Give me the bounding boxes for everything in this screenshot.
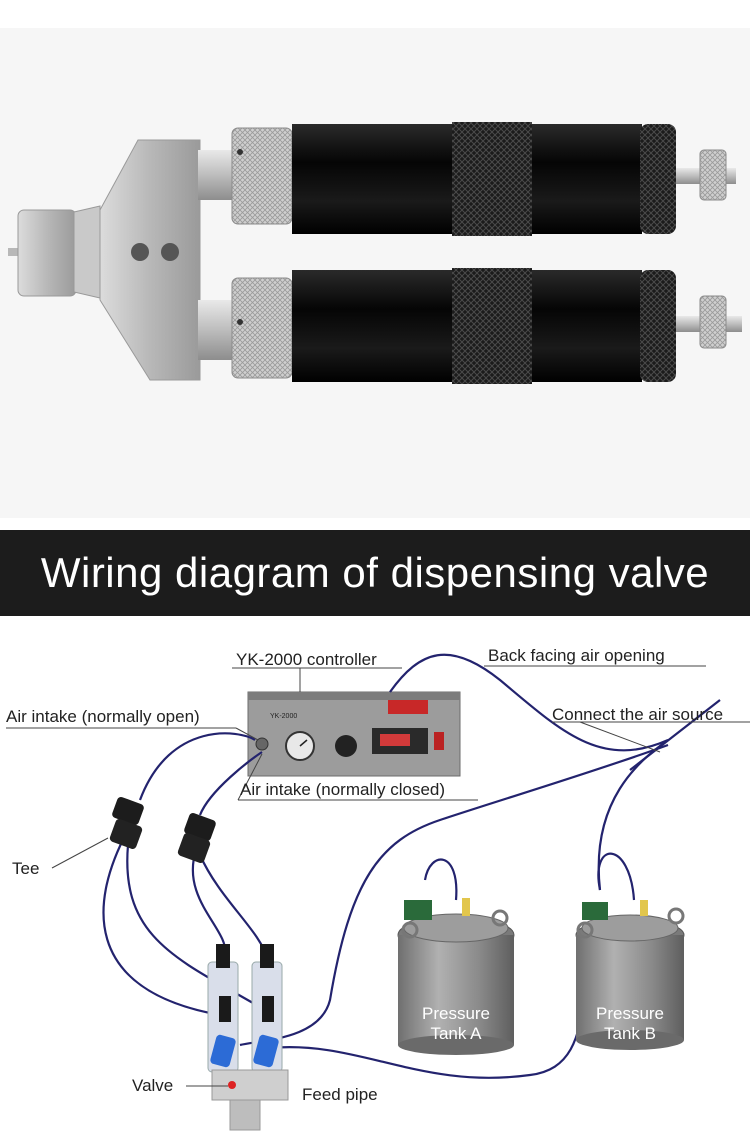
- yk-2000-controller: YK-2000: [247, 691, 461, 777]
- pressure-tank-b: [575, 900, 685, 1050]
- label-air-intake-closed: Air intake (normally closed): [240, 780, 446, 799]
- tee-right: [177, 813, 216, 863]
- page-title: Wiring diagram of dispensing valve: [40, 549, 710, 596]
- tank-b-line1: Pressure: [595, 1004, 665, 1023]
- title-band: [0, 530, 750, 616]
- label-valve: Valve: [132, 1076, 174, 1095]
- label-controller: YK-2000 controller: [236, 650, 377, 669]
- tank-b-line2: Tank B: [604, 1024, 656, 1043]
- label-feed-pipe: Feed pipe: [302, 1085, 378, 1104]
- label-air-intake-open: Air intake (normally open): [6, 707, 200, 726]
- leader-lines: [6, 665, 750, 1087]
- pressure-tank-a: [397, 898, 515, 1055]
- label-tank-a: Pressure Tank A: [408, 1004, 504, 1044]
- nozzle-fitting: [8, 205, 101, 299]
- upper-cylinder: [231, 122, 736, 236]
- label-tee: Tee: [12, 859, 40, 878]
- dispensing-valve: [207, 944, 289, 1131]
- valve-body-block: [99, 139, 238, 381]
- product-photo: [0, 28, 750, 518]
- tank-a-line1: Pressure: [421, 1004, 491, 1023]
- air-hoses: [102, 653, 721, 1079]
- label-connect-air-source: Connect the air source: [552, 705, 724, 724]
- label-back-air-opening: Back facing air opening: [488, 646, 665, 665]
- tee-left: [109, 797, 144, 849]
- lower-cylinder: [231, 268, 742, 384]
- tank-a-line2: Tank A: [430, 1024, 482, 1043]
- label-tank-b: Pressure Tank B: [582, 1004, 678, 1044]
- controller-panel-label: YK-2000: [270, 713, 297, 720]
